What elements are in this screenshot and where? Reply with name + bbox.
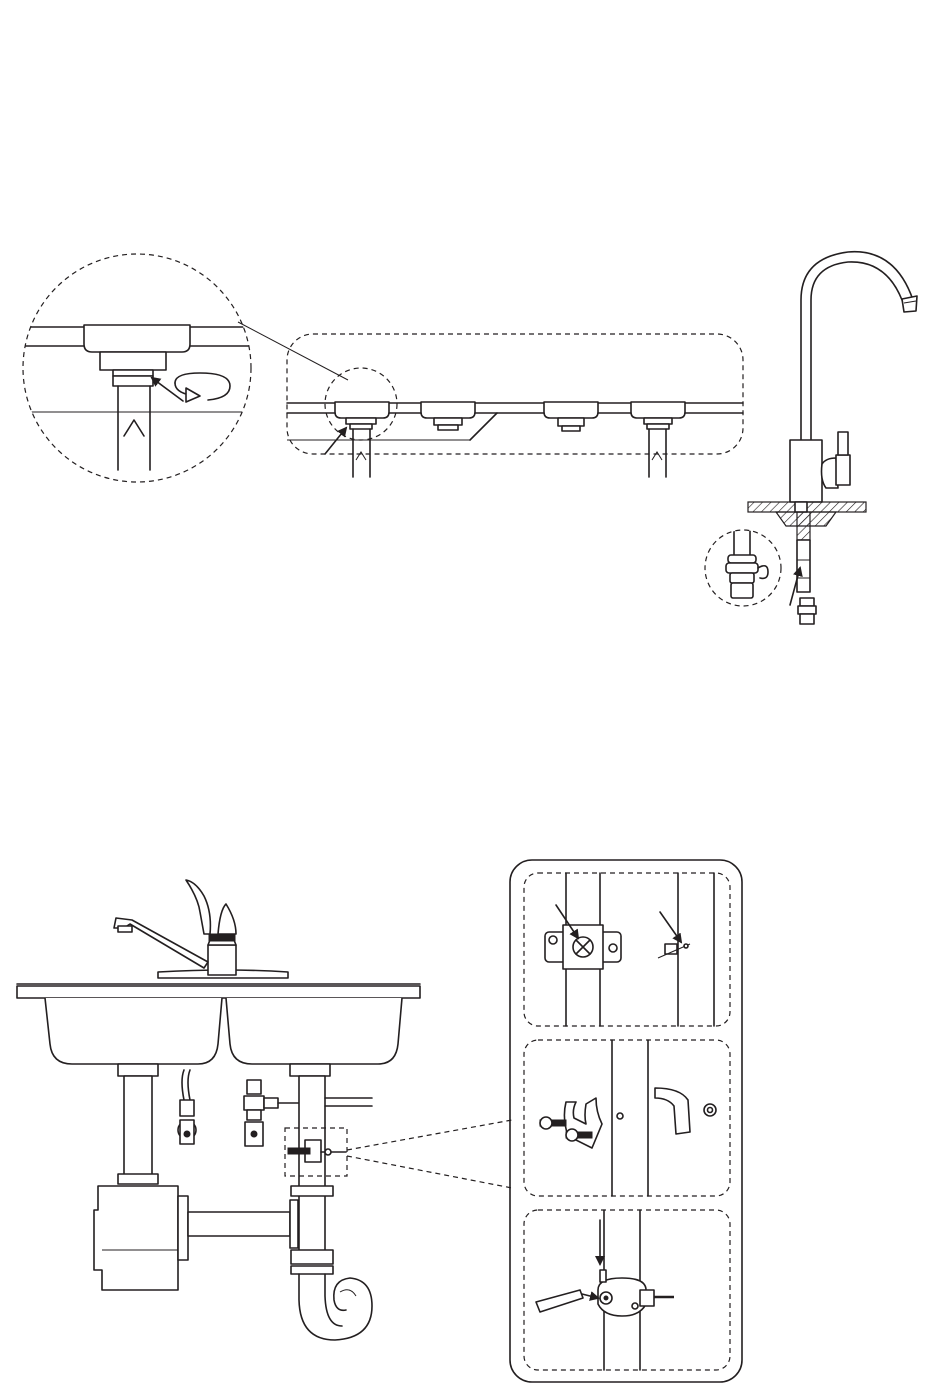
fitting-detail-circle — [705, 525, 781, 606]
detail-magnifier-circle — [20, 254, 260, 482]
right-drain-pipe — [291, 1076, 372, 1340]
fitting-3 — [544, 402, 598, 431]
leader-line-upper — [347, 1120, 512, 1150]
clip-rotate-icon — [758, 566, 768, 579]
angle-stop-valve-right — [244, 1080, 300, 1146]
saddle-steps-panel — [510, 860, 742, 1382]
fitting-4 — [631, 402, 685, 477]
screwdriver-icon — [536, 1290, 598, 1312]
step-1-drill-location — [524, 873, 730, 1026]
faucet-mounting-figure — [20, 252, 917, 624]
step-2-attach-saddle — [524, 1040, 730, 1196]
double-sink — [17, 984, 420, 1076]
arrow-icon — [325, 428, 346, 454]
kitchen-faucet — [114, 880, 288, 978]
drain-saddle-installation-figure — [17, 860, 742, 1382]
fitting-2 — [421, 402, 475, 430]
step-3-tighten-screws — [524, 1210, 730, 1370]
countertop-section-panel — [287, 334, 743, 477]
gooseneck-faucet — [748, 252, 917, 624]
compression-fitting — [798, 598, 816, 624]
leader-line-lower — [347, 1156, 512, 1188]
clip-rotate-icon — [175, 373, 230, 402]
angle-stop-valve-left — [178, 1070, 196, 1144]
detail-leader-line — [238, 322, 348, 380]
